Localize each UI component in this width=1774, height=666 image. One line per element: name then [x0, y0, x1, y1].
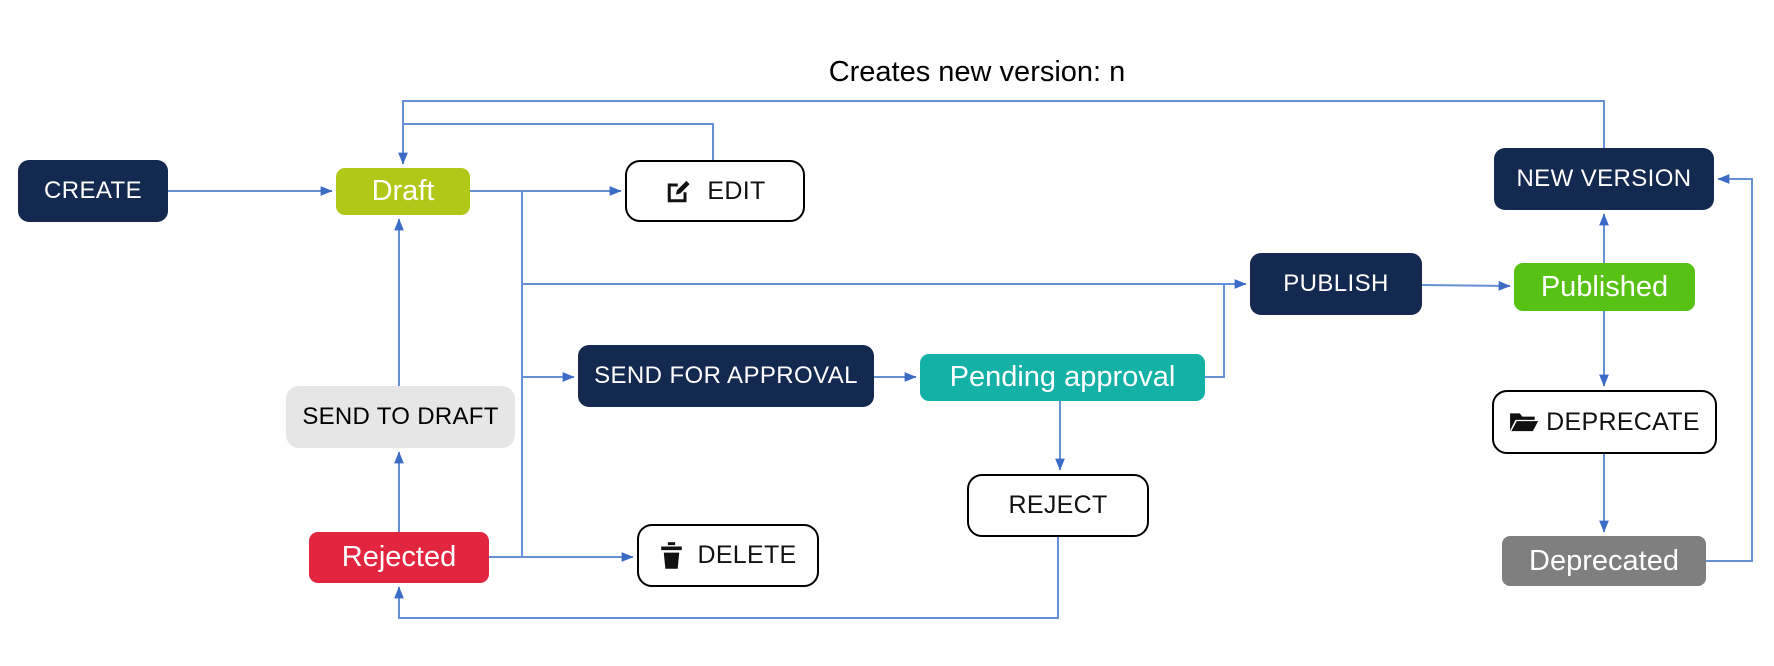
- node-rejected: Rejected: [309, 532, 489, 583]
- edge-edit-draft: [402, 123, 714, 160]
- edge-new-version-draft: [398, 100, 1605, 165]
- node-label: Pending approval: [949, 361, 1176, 393]
- node-label: Rejected: [341, 541, 457, 573]
- node-publish: PUBLISH: [1250, 253, 1422, 315]
- folder-open-icon: [1509, 410, 1539, 434]
- edge-pending-approval-publish: [1205, 284, 1225, 378]
- node-new-version: NEW VERSION: [1494, 148, 1714, 210]
- node-label: EDIT: [707, 176, 766, 205]
- annotation-creates-new-version: Creates new version: n: [828, 56, 1126, 88]
- edge-publish-published: [1421, 280, 1511, 291]
- node-label: SEND TO DRAFT: [302, 403, 499, 430]
- node-label: NEW VERSION: [1516, 165, 1692, 192]
- node-label: DELETE: [697, 541, 797, 569]
- node-draft: Draft: [336, 168, 470, 215]
- trash-icon: [659, 541, 684, 570]
- node-label: REJECT: [1008, 491, 1108, 519]
- node-label: SEND FOR APPROVAL: [594, 362, 858, 389]
- edge-reject-rejected: [394, 537, 1059, 619]
- node-deprecated: Deprecated: [1502, 536, 1706, 586]
- node-deprecate: DEPRECATE: [1492, 390, 1717, 454]
- node-label: Deprecated: [1529, 544, 1679, 577]
- node-label: CREATE: [44, 177, 142, 204]
- node-label: DEPRECATE: [1546, 407, 1700, 436]
- node-pending-approval: Pending approval: [920, 354, 1205, 401]
- node-published: Published: [1514, 263, 1695, 311]
- node-reject: REJECT: [967, 474, 1149, 537]
- node-send-to-draft: SEND TO DRAFT: [286, 386, 515, 448]
- node-edit: EDIT: [625, 160, 805, 222]
- node-create: CREATE: [18, 160, 168, 222]
- edit-icon: [664, 176, 694, 206]
- node-delete: DELETE: [637, 524, 819, 587]
- node-label: Draft: [371, 175, 435, 207]
- node-send-for-approval: SEND FOR APPROVAL: [578, 345, 874, 407]
- edge-deprecated-new-version: [1706, 174, 1753, 562]
- node-label: PUBLISH: [1283, 270, 1389, 297]
- node-label: Published: [1540, 270, 1669, 303]
